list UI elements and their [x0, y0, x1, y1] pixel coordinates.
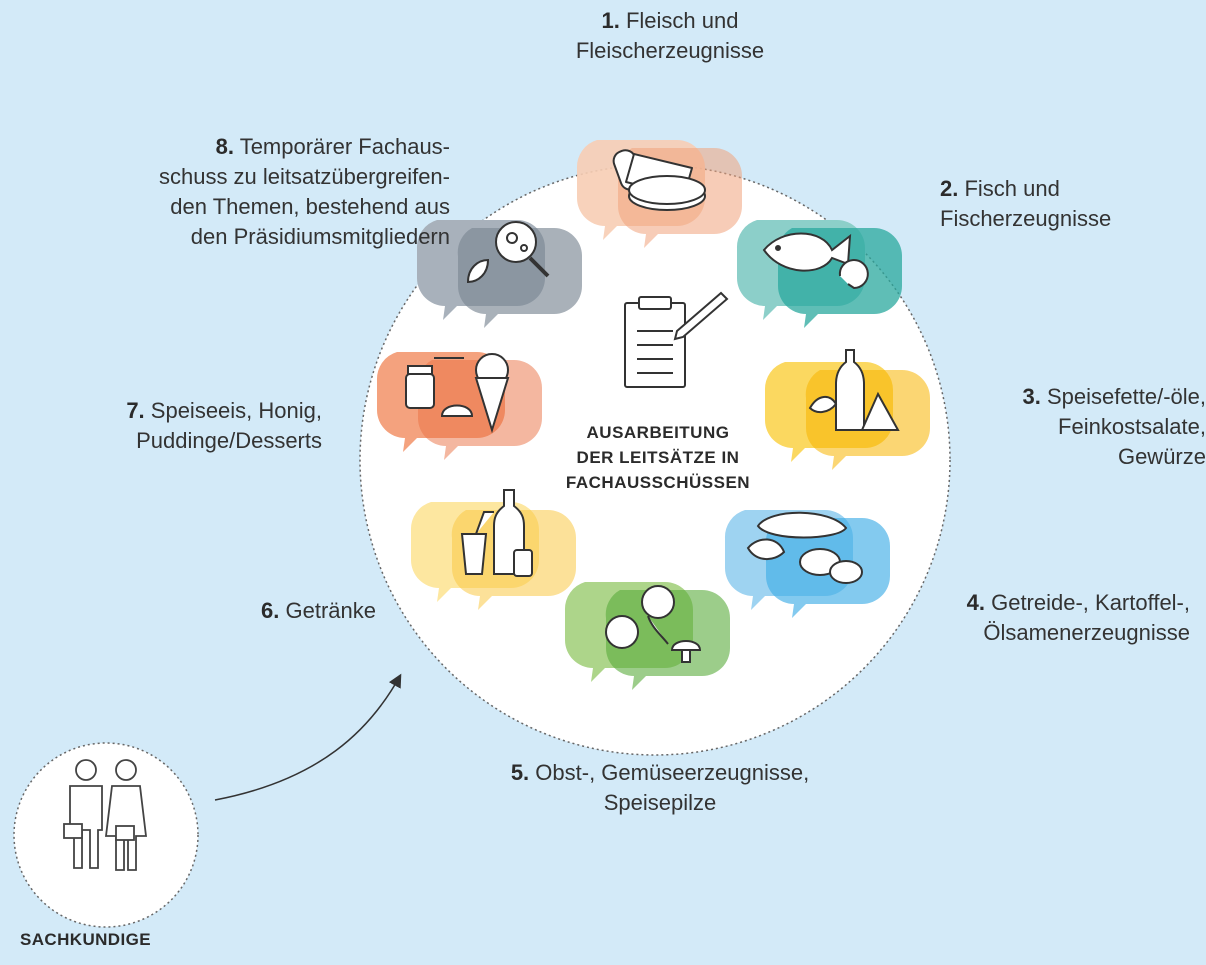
bubble-1-meat: [576, 140, 742, 248]
bubble-5-vegetables: [564, 582, 730, 690]
clipboard-pencil-icon: [624, 291, 729, 388]
fish-shrimp-icon: [762, 232, 869, 290]
experts-label: SACHKUNDIGE: [20, 930, 151, 949]
meat-sausage-icon: [612, 149, 706, 211]
oil-bottle-spice-icon: [808, 349, 900, 431]
bubble-8-research: [416, 220, 582, 328]
committee-5-label: 5. Obst-, Gemüseerzeugnisse, Speisepilze: [510, 760, 810, 815]
icecream-honey-pudding-icon: [405, 353, 510, 434]
committee-1-label: 1. Fleisch und Fleischerzeugnisse: [575, 8, 765, 63]
bubble-3-oil: [764, 349, 930, 470]
bubble-7-icecream: [376, 352, 542, 460]
two-people-icon: [63, 759, 148, 871]
bubble-6-drinks: [410, 489, 576, 610]
bubble-2-fish: [736, 220, 902, 328]
magnifier-leaf-icon: [466, 221, 550, 284]
committee-4-label: 4. Getreide-, Kartoffel-, Ölsamenerzeugn…: [966, 590, 1190, 645]
apple-cauliflower-mushroom-icon: [605, 585, 702, 663]
committee-8-label: 8. Temporärer Fachaus- schuss zu leitsat…: [158, 134, 450, 249]
committee-6-label: 6. Getränke: [261, 598, 376, 623]
center-title: AUSARBEITUNG DER LEITSÄTZE IN FACHAUSSCH…: [565, 423, 751, 492]
bubble-4-bread: [724, 510, 890, 618]
arrow-experts-to-committees: [214, 673, 402, 801]
bread-potato-icon: [746, 511, 863, 584]
committee-7-label: 7. Speiseeis, Honig, Puddinge/Desserts: [126, 398, 322, 453]
committee-3-label: 3. Speisefette/-öle, Feinkostsalate, Gew…: [1022, 384, 1206, 469]
committee-2-label: 2. Fisch und Fischerzeugnisse: [940, 176, 1112, 231]
drinks-bottle-can-icon: [460, 489, 533, 577]
